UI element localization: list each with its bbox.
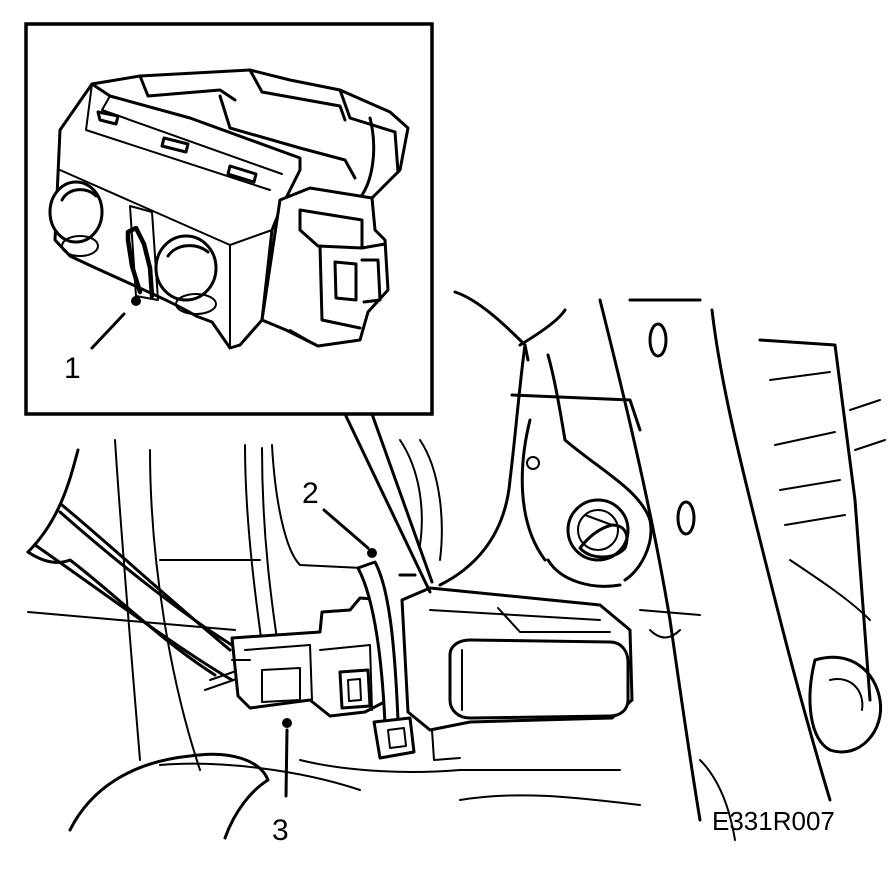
cable-tie-2 [356,560,417,760]
callout-label-1: 1 [64,352,81,385]
callout-2-leader [322,508,377,558]
wiring-harness [33,510,246,691]
connector-3-plug [230,596,390,718]
detail-inset [24,22,434,594]
callout-label-2: 2 [302,477,319,510]
figure-code: E331R007 [712,806,835,836]
callout-3-leader [282,718,292,798]
callout-label-3: 3 [272,814,289,847]
relay-component [400,586,634,761]
vehicle-structure [26,290,886,841]
